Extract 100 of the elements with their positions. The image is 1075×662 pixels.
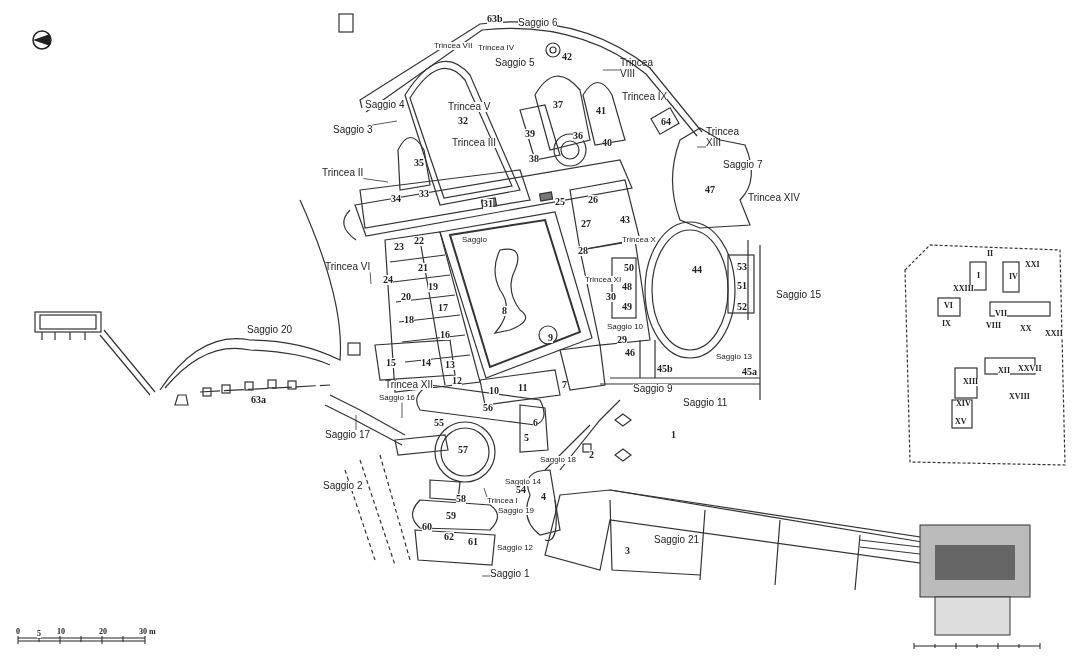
- room-number: 31: [483, 199, 493, 209]
- room-number: I: [977, 272, 981, 280]
- room-number: 26: [588, 195, 598, 205]
- scale-number: 20: [99, 628, 107, 636]
- room-number: 20: [401, 292, 411, 302]
- area-label: Saggio 17: [325, 430, 371, 441]
- area-label: Saggio 20: [247, 325, 293, 335]
- room-number: 18: [404, 315, 414, 325]
- area-label: Trincea XIII: [706, 127, 754, 148]
- room-number: 35: [414, 158, 424, 168]
- area-label: Saggio 21: [654, 535, 700, 545]
- room-number: 17: [438, 303, 448, 313]
- area-label: Saggio 2: [323, 481, 363, 491]
- area-label: Trincea VII: [434, 42, 473, 50]
- area-label: Trincea IV: [478, 44, 515, 52]
- area-label: Saggio 7: [723, 160, 763, 170]
- room-number: IX: [942, 320, 951, 328]
- scale-number: 10: [57, 628, 65, 636]
- room-number: 7: [562, 380, 567, 390]
- room-number: 29: [617, 335, 627, 345]
- room-number: 21: [418, 263, 428, 273]
- area-label: Saggio 10: [607, 323, 644, 331]
- room-number: 14: [421, 358, 431, 368]
- area-label: Saggio 18: [540, 456, 577, 464]
- room-number: 27: [581, 219, 591, 229]
- room-number: 60: [422, 522, 432, 532]
- area-label: Saggio 15: [776, 290, 822, 300]
- room-number: 32: [458, 116, 468, 126]
- area-label: Saggio 3: [333, 125, 373, 136]
- area-label: Saggio 12: [497, 544, 534, 552]
- room-number: 57: [458, 445, 468, 455]
- room-number: 13: [445, 360, 455, 370]
- room-number: 62: [444, 532, 454, 542]
- room-number: 4: [541, 492, 546, 502]
- room-number: XXI: [1025, 261, 1040, 269]
- room-number: 58: [456, 494, 466, 504]
- room-number: 34: [391, 194, 401, 204]
- room-number: 37: [553, 100, 563, 110]
- room-number: IV: [1009, 273, 1018, 281]
- room-number: 63b: [487, 14, 503, 24]
- room-number: 40: [602, 138, 612, 148]
- room-number: 6: [533, 418, 538, 428]
- room-number: VII: [995, 310, 1007, 318]
- area-label: Saggio 4: [365, 100, 405, 110]
- area-label: Trincea II: [322, 168, 364, 179]
- area-label: Saggio 19: [498, 507, 535, 515]
- area-label: Saggio 16: [379, 394, 416, 403]
- room-number: 30: [606, 292, 616, 302]
- room-number: XVIII: [1009, 393, 1030, 401]
- room-number: 23: [394, 242, 404, 252]
- room-number: 11: [518, 383, 528, 393]
- area-label: Trincea XI: [585, 276, 622, 284]
- leader-line: [481, 575, 491, 577]
- room-number: 59: [446, 511, 456, 521]
- area-label: Saggio 5: [495, 58, 535, 68]
- room-number: 9: [548, 333, 553, 343]
- room-number: 16: [440, 330, 450, 340]
- leader-line: [372, 120, 398, 126]
- room-number: 52: [737, 302, 747, 312]
- room-number: 22: [414, 236, 424, 246]
- area-label: Trincea V: [448, 102, 491, 112]
- room-number: XXVII: [1018, 365, 1042, 373]
- room-number: 36: [573, 131, 583, 141]
- room-number: 47: [705, 185, 715, 195]
- leader-line: [696, 146, 707, 148]
- area-label: Trincea XIV: [748, 193, 800, 203]
- room-number: 10: [489, 386, 499, 396]
- room-number: II: [987, 250, 994, 258]
- room-number: XXII: [1045, 330, 1063, 338]
- scale-number: 5: [37, 630, 41, 638]
- room-number: 25: [555, 197, 565, 207]
- room-number: 46: [625, 348, 635, 358]
- room-number: 61: [468, 537, 478, 547]
- room-number: 45a: [742, 367, 757, 377]
- area-label: Saggio 11: [683, 398, 728, 408]
- room-number: 49: [622, 302, 632, 312]
- room-number: 12: [452, 376, 462, 386]
- leader-line: [355, 414, 357, 431]
- room-number: 28: [578, 246, 588, 256]
- room-number: 38: [529, 154, 539, 164]
- room-number: 15: [386, 358, 396, 368]
- room-number: 53: [737, 262, 747, 272]
- room-number: XII: [998, 367, 1010, 375]
- room-number: 1: [671, 430, 676, 440]
- room-number: XIV: [956, 400, 971, 408]
- area-label: Trincea X: [622, 236, 656, 244]
- room-number: 51: [737, 281, 747, 291]
- room-number: 33: [419, 189, 429, 199]
- area-label: Saggio 1: [490, 569, 530, 580]
- room-number: 24: [383, 275, 393, 285]
- room-number: 43: [620, 215, 630, 225]
- room-number: 63a: [251, 395, 266, 405]
- room-number: 2: [589, 450, 594, 460]
- room-number: 48: [622, 282, 632, 292]
- room-number: 44: [692, 265, 702, 275]
- room-number: VIII: [986, 322, 1002, 330]
- leader-line: [602, 69, 621, 71]
- room-number: 5: [524, 433, 529, 443]
- room-number: XIII: [963, 378, 979, 386]
- area-label: Saggio 13: [716, 353, 753, 361]
